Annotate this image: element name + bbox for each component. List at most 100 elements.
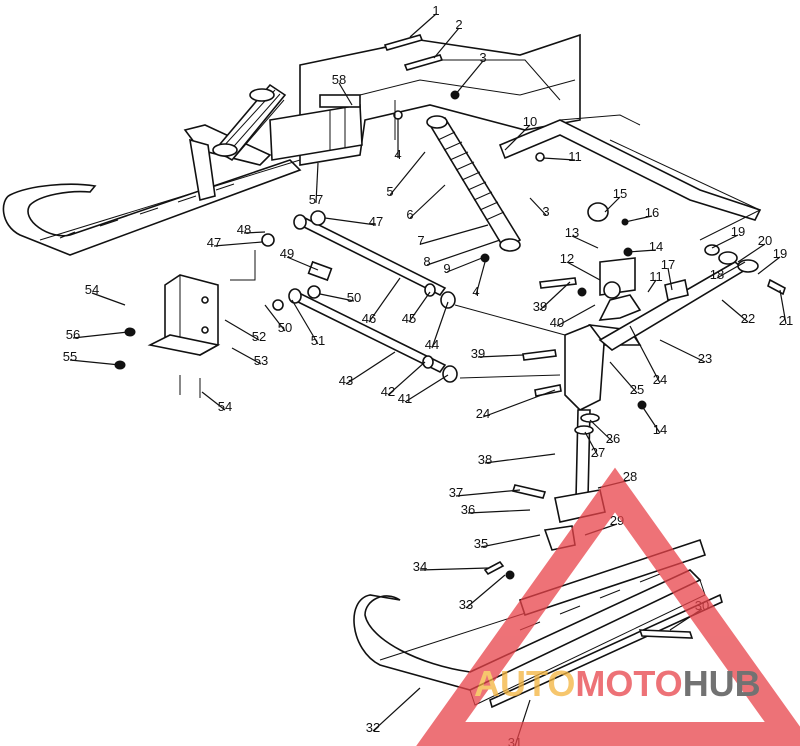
watermark-word-auto: AUTO [474,663,575,704]
callout-label-c32: 32 [366,720,380,735]
callout-label-c23: 23 [698,351,712,366]
leader-line-c24a [629,325,661,384]
leader-line-c11a [542,157,576,161]
leader-line-c33 [465,574,506,609]
callout-label-c15: 15 [613,186,627,201]
leader-line-c3b [529,197,547,216]
callout-label-c40: 40 [550,315,564,330]
callout-label-c21: 21 [779,313,793,328]
leader-line-c50a [319,293,355,302]
callout-label-c3a: 3 [479,50,486,65]
callout-label-c13: 13 [565,225,579,240]
leader-line-c56 [72,331,129,339]
callout-label-c36: 36 [461,502,475,517]
callout-label-c56: 56 [66,327,80,342]
watermark-triangle [416,467,800,746]
callout-label-c33: 33 [459,597,473,612]
callout-label-c46: 46 [362,311,376,326]
leader-line-c48 [243,231,266,234]
callout-leaders [69,13,787,746]
callout-label-c45: 45 [402,311,416,326]
leader-line-c41 [404,374,449,403]
callout-label-c4b: 4 [472,284,479,299]
callout-label-c19b: 19 [773,246,787,261]
right-shock-absorber [426,115,522,263]
watermark: AUTOMOTOHUB [416,467,800,746]
callout-label-c55: 55 [63,349,77,364]
callout-label-c24b: 24 [476,406,490,421]
callout-label-c19a: 19 [731,224,745,239]
assembly-lines [230,59,762,281]
callout-label-c41: 41 [398,391,412,406]
callout-label-c1: 1 [432,3,439,18]
callout-label-c57: 57 [309,192,323,207]
callout-label-c5: 5 [386,184,393,199]
leader-line-c32 [372,687,421,732]
callout-label-c26: 26 [606,431,620,446]
callout-label-c9: 9 [443,261,450,276]
leader-line-c34 [419,567,489,571]
leader-line-c58 [338,82,353,106]
callout-label-c16: 16 [645,205,659,220]
callout-label-c24a: 24 [653,372,667,387]
callout-label-c25: 25 [630,382,644,397]
callout-label-c37: 37 [449,485,463,500]
leader-line-c39b [477,354,524,358]
watermark-word-moto: MOTO [575,663,682,704]
leader-line-c54b [201,391,226,411]
callout-label-c52: 52 [252,329,266,344]
mounting-bracket [114,274,221,398]
callout-label-c22: 22 [741,311,755,326]
leader-line-c27 [584,431,599,457]
leader-line-c6 [409,184,446,219]
leader-line-c5 [389,151,426,196]
leader-line-c11b [647,279,657,293]
leader-line-c52 [224,319,260,341]
watermark-word-hub: HUB [683,663,761,704]
callout-label-c4a: 4 [394,147,401,162]
svg-text:AUTOMOTOHUB: AUTOMOTOHUB [474,663,761,704]
callout-label-c39b: 39 [471,346,485,361]
callout-label-c39a: 39 [533,299,547,314]
callout-label-c42: 42 [381,384,395,399]
leader-line-c43 [345,351,396,385]
callout-label-c44: 44 [425,337,439,352]
leader-line-c50b [264,304,286,332]
leader-line-c54a [91,292,126,306]
leader-line-c3a [454,60,484,96]
leader-line-c46 [368,277,401,323]
callout-label-c51: 51 [311,333,325,348]
callout-label-c18: 18 [710,267,724,282]
leader-line-c57 [315,162,319,204]
callout-label-c11b: 11 [649,269,663,284]
callout-label-c47b: 47 [207,235,221,250]
callout-label-c47a: 47 [369,214,383,229]
leader-line-c42 [387,361,426,396]
callout-label-c53: 53 [254,353,268,368]
leader-line-c51 [291,299,319,345]
leader-line-c49 [286,256,319,271]
callout-label-c7: 7 [417,233,424,248]
callout-label-c58: 58 [332,72,346,87]
leader-line-c47a [324,217,377,226]
leader-line-c26 [589,419,614,443]
callout-label-c3b: 3 [542,204,549,219]
callout-label-c34: 34 [413,559,427,574]
radius-rods [261,210,458,383]
leader-line-c20 [737,243,766,263]
leader-line-c13 [571,235,599,249]
leader-line-c19a [711,234,739,249]
leader-line-c39a [539,281,571,311]
callout-label-c54b: 54 [218,399,232,414]
leader-line-c4b [475,261,486,296]
leader-line-c1 [409,13,437,38]
leader-line-c14a [627,249,657,253]
leader-line-c36 [467,509,531,514]
callout-label-c11a: 11 [568,149,582,164]
leader-line-c47b [213,241,263,247]
callout-label-c17: 17 [661,257,675,272]
callout-label-c12: 12 [560,251,574,266]
callout-label-c50b: 50 [278,320,292,335]
callout-label-c2: 2 [455,17,462,32]
